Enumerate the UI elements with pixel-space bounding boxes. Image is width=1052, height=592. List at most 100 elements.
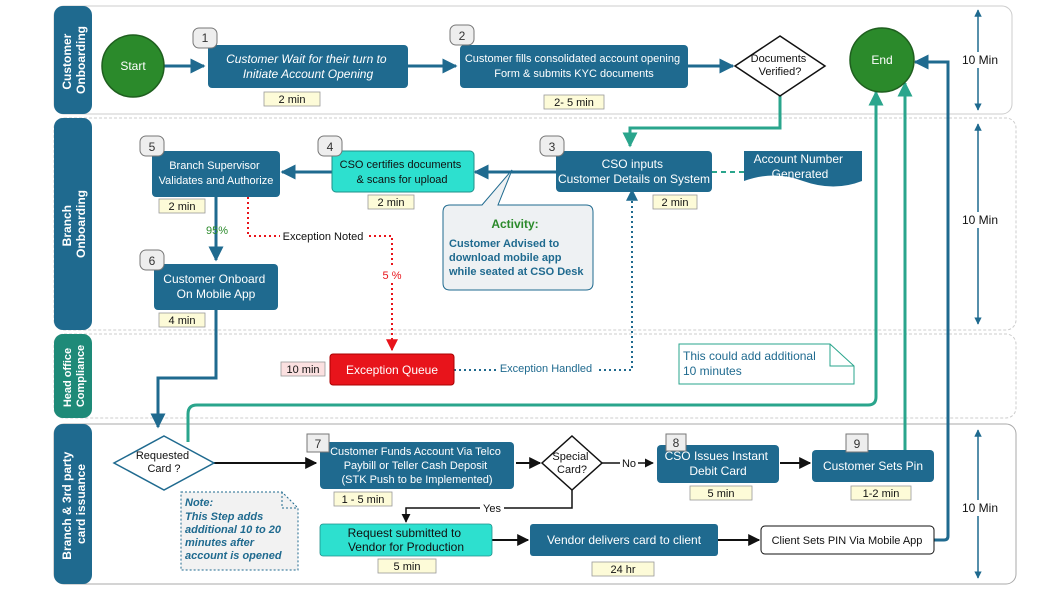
step-8-box[interactable]	[657, 445, 779, 483]
vendor-delivers-box[interactable]	[530, 524, 718, 556]
no-label: No	[622, 458, 636, 470]
step-1-box[interactable]	[208, 45, 408, 88]
step-9-time: 1-2 min	[863, 488, 900, 500]
step-2-box[interactable]	[460, 45, 688, 88]
step-4-number-box	[317, 135, 343, 157]
step-7-box[interactable]	[320, 442, 514, 489]
step-6-time-box	[158, 312, 206, 328]
exception-queue-time: 10 min	[286, 364, 319, 376]
step-7-time-box	[333, 491, 393, 507]
vendor-request-text: Request submitted to Vendor for Producti…	[348, 526, 465, 554]
step-6-number: 6	[149, 254, 156, 268]
exception-handled-label: Exception Handled	[500, 363, 592, 375]
step-5-time: 2 min	[169, 201, 196, 213]
step-3-number-box	[539, 135, 565, 157]
end-label: End	[871, 53, 892, 67]
lane-2-label: Branch Onboarding	[60, 190, 88, 258]
exception-queue-box[interactable]	[329, 353, 455, 386]
step-2-text: Customer fills consolidated account open…	[465, 53, 683, 80]
step-4-box[interactable]	[331, 150, 475, 193]
step-2-number: 2	[459, 29, 466, 43]
step-6-box[interactable]	[154, 264, 278, 310]
step-4-number: 4	[327, 140, 334, 154]
end-node[interactable]	[849, 27, 915, 93]
connector-requested-end	[186, 90, 884, 442]
account-number-document[interactable]	[744, 151, 862, 187]
step-8-number-box	[665, 433, 687, 452]
step-3-text: CSO inputs Customer Details on System	[558, 157, 710, 186]
step-1-number: 1	[202, 31, 209, 45]
connector-client-end	[913, 54, 950, 542]
additional-time-note	[678, 343, 855, 385]
start-node[interactable]	[101, 34, 165, 98]
step-7-number: 7	[315, 437, 322, 451]
step-5-text: Branch Supervisor Validates and Authoriz…	[159, 160, 274, 187]
step-9-box[interactable]	[812, 450, 934, 482]
vendor-request-time-box	[377, 558, 437, 574]
exception-noted-label: Exception Noted	[283, 231, 364, 243]
step-7-time: 1 - 5 min	[342, 494, 385, 506]
lane-2-header	[54, 118, 92, 330]
note-box	[180, 491, 299, 571]
requested-card-decision[interactable]	[112, 435, 216, 491]
step-2-time: 2- 5 min	[554, 97, 594, 109]
activity-text: Customer Advised to download mobile app …	[448, 238, 584, 278]
step-7-number-box	[306, 433, 330, 453]
step-6-text: Customer Onboard On Mobile App	[163, 272, 268, 301]
lane-4-header	[54, 424, 92, 584]
exception-queue-label: Exception Queue	[346, 363, 438, 377]
percent-95-label: 95%	[206, 225, 228, 237]
activity-title: Activity:	[491, 217, 538, 231]
yes-label: Yes	[483, 503, 501, 515]
step-5-time-box	[158, 198, 206, 214]
documents-verified-text: Documents Verified?	[751, 53, 810, 78]
step-6-time: 4 min	[169, 315, 196, 327]
step-9-number-box	[845, 433, 869, 453]
special-card-decision[interactable]	[540, 434, 604, 492]
step-3-box[interactable]	[556, 151, 712, 192]
step-6-number-box	[139, 249, 165, 271]
vendor-delivers-time: 24 hr	[610, 564, 635, 576]
step-5-box[interactable]	[152, 151, 280, 197]
documents-verified-decision[interactable]	[733, 35, 827, 97]
lane-4-label: Branch & 3rd party card issuance	[60, 448, 88, 559]
step-9-text: Customer Sets Pin	[823, 459, 923, 473]
step-1-time: 2 min	[279, 94, 306, 106]
step-3-time: 2 min	[662, 197, 689, 209]
exception-queue-time-box	[280, 361, 326, 377]
step-3-number: 3	[549, 140, 556, 154]
lane-3-label: Head office Compliance	[62, 345, 87, 407]
step-8-time-box	[689, 485, 753, 501]
step-9-number: 9	[854, 437, 861, 451]
step-4-time: 2 min	[378, 197, 405, 209]
activity-callout	[442, 169, 594, 291]
start-label: Start	[120, 59, 146, 73]
step-5-number: 5	[149, 140, 156, 154]
note-text: This Step adds additional 10 to 20 minut…	[185, 511, 284, 562]
duration-lane1: 10 Min	[962, 53, 998, 67]
step-4-text: CSO certifies documents & scans for uplo…	[340, 159, 465, 186]
connector-s6-requested	[150, 310, 218, 429]
step-2-number-box	[449, 24, 475, 46]
account-number-text: Account Number Generated	[754, 152, 847, 181]
note-title: Note:	[185, 497, 213, 509]
vendor-delivers-time-box	[591, 561, 655, 577]
lane-1-label: Customer Onboarding	[60, 26, 88, 94]
lane-1-header	[54, 6, 92, 114]
client-sets-pin-text: Client Sets PIN Via Mobile App	[772, 535, 923, 547]
step-8-number: 8	[673, 436, 680, 450]
step-4-time-box	[367, 194, 415, 210]
vendor-request-time: 5 min	[394, 561, 421, 573]
step-2-time-box	[543, 94, 605, 110]
step-9-time-box	[850, 485, 912, 501]
lane-3-header	[54, 334, 92, 418]
step-1-time-box	[263, 91, 321, 107]
duration-lane4: 10 Min	[962, 501, 998, 515]
requested-card-text: Requested Card ?	[136, 450, 192, 475]
step-3-time-box	[652, 194, 698, 210]
vendor-request-box[interactable]	[319, 523, 493, 557]
client-sets-pin-box[interactable]	[760, 525, 935, 555]
special-card-text: Special Card?	[552, 451, 591, 476]
vendor-delivers-text: Vendor delivers card to client	[547, 533, 702, 547]
step-5-number-box	[139, 135, 165, 157]
